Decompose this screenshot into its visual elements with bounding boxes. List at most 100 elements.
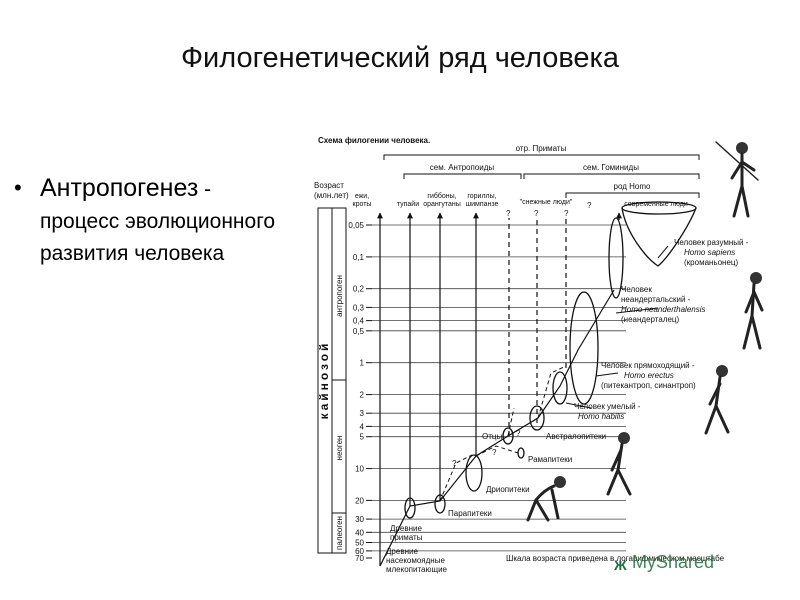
bracket-primates [383, 154, 700, 160]
q-mark-3: ? [564, 209, 569, 218]
figure-sapiens [715, 141, 759, 218]
bullet-text: Антропогенез - процесс эволюционного разв… [40, 172, 295, 270]
age-tick-label: 5 [360, 433, 365, 442]
label-ramapith: Рамапитеки [528, 455, 572, 464]
figure-australopithecus [606, 432, 632, 496]
age-tick-label: 10 [355, 465, 364, 474]
phylogeny-diagram: Схема филогении человека. отр. Приматы с… [314, 136, 764, 574]
age-tick-label: 0,3 [353, 303, 365, 312]
label-erectus-1: Человек прямоходящий - [601, 361, 695, 370]
age-tick-label: 20 [355, 496, 364, 505]
label-sapiens-3: (кроманьонец) [684, 258, 738, 267]
col-hedgehogs-2: кроты [353, 201, 372, 208]
col-gorillas-1: гориллы, [467, 193, 496, 200]
label-hominids: сем. Гоминиды [583, 163, 639, 172]
form-erectus [569, 291, 599, 405]
era-columns [317, 207, 347, 554]
age-tick-label: 3 [360, 409, 365, 418]
form-neanderthal [608, 217, 624, 299]
col-gibbons-2: орангутаны [423, 201, 461, 208]
age-header-2: (млн.лет) [314, 191, 349, 200]
col-snowmen: "снежные люди" [520, 199, 573, 206]
label-habilis-1: Человек умелый - [574, 402, 641, 411]
label-homo: род Homo [614, 182, 652, 191]
col-modern: современные люди [624, 201, 688, 208]
q-mark-6: ? [492, 448, 497, 457]
form-ramapithecus [517, 447, 525, 459]
label-dryopith: Дриопитеки [486, 485, 530, 494]
label-parapith: Парапитеки [448, 509, 492, 518]
age-grid [372, 224, 626, 552]
label-primates: отр. Приматы [516, 144, 567, 153]
watermark-mark: Ж [613, 557, 627, 573]
q-mark-7: ? [516, 429, 521, 438]
form-australopithecus [529, 405, 545, 431]
diagram-heading: Схема филогении человека. [318, 136, 430, 145]
age-tick-label: 1 [360, 359, 365, 368]
age-tick-label: 40 [355, 528, 364, 537]
age-tick-label: 60 [355, 547, 364, 556]
label-neander-1: Человек [621, 285, 652, 294]
bullet-dash: - [198, 178, 212, 201]
label-neander-4: (неандерталец) [621, 315, 680, 324]
label-anthropoids: сем. Антропоиды [430, 163, 495, 172]
footnote: Шкала возраста приведена в логарифмическ… [506, 554, 725, 563]
age-tick-label: 0,2 [353, 285, 365, 294]
figure-neanderthal [742, 272, 764, 350]
label-erectus-2: Homo erectus [624, 371, 674, 380]
age-tick-label: 30 [355, 515, 364, 524]
age-tick-label: 0,1 [353, 253, 365, 262]
age-header-1: Возраст [314, 181, 344, 190]
watermark: MyShared [632, 552, 714, 572]
label-anc-primates-1: Древние [390, 524, 422, 533]
q-mark-1: ? [506, 209, 511, 218]
bracket-homo [565, 192, 700, 198]
label-anc-insect-3: млекопитающие [386, 565, 448, 574]
side-branches [439, 365, 567, 502]
q-mark-2: ? [534, 209, 539, 218]
age-tick-label: 2 [360, 391, 365, 400]
period-paleogen: палеоген [335, 516, 344, 550]
age-tick-label: 0,4 [353, 317, 365, 326]
label-sapiens-2: Homo sapiens [684, 248, 735, 257]
q-mark-4: ? [587, 201, 592, 210]
bullet-term: Антропогенез [40, 174, 199, 202]
age-tick-label: 70 [355, 554, 364, 563]
annotation-lines [565, 245, 669, 409]
label-habilis-2: Homo habilis [578, 412, 624, 421]
figure-erectus [704, 365, 730, 435]
form-dryopithecus [465, 454, 483, 492]
period-anthropogen: антропоген [335, 275, 344, 317]
forms [404, 217, 624, 519]
label-neander-3: Homo neanderthalensis [621, 305, 706, 314]
age-tick-label: 0,5 [353, 327, 365, 336]
age-tick-label: 50 [355, 539, 364, 548]
label-anc-primates-2: приматы [390, 533, 423, 542]
label-sapiens-1: Человек разумный - [674, 238, 749, 247]
col-gorillas-2: шимпанзе [466, 201, 499, 208]
form-otsy [502, 427, 514, 445]
label-neander-2: неандертальский - [621, 295, 691, 304]
form-habilis [552, 371, 568, 405]
col-gibbons-1: гиббоны, [427, 192, 456, 200]
bullet-definition: процесс эволюционного развития человека [40, 210, 276, 265]
label-anc-insect-1: Древние [386, 547, 418, 556]
label-australo: Австралопитеки [546, 432, 606, 441]
form-sapiens [621, 201, 697, 267]
era-label: кайнозой [317, 341, 331, 420]
form-parapithecus [434, 494, 446, 514]
slide-title: Филогенетический ряд человека [180, 42, 620, 74]
label-otsy: Отцы [482, 432, 502, 441]
q-mark-5: ? [452, 459, 457, 468]
bracket-anthropoids [403, 173, 522, 179]
bracket-hominids [523, 173, 700, 179]
col-hedgehogs-1: ежи, [355, 193, 369, 200]
period-neogen: неоген [335, 436, 344, 461]
lineages [377, 212, 622, 566]
bullet-dot: • [14, 175, 22, 200]
label-anc-insect-2: насекомоядные [386, 556, 445, 565]
figure-dryopithecus [526, 476, 566, 522]
col-tupaia: тупайи [397, 200, 419, 208]
age-tick-label: 4 [360, 422, 365, 431]
